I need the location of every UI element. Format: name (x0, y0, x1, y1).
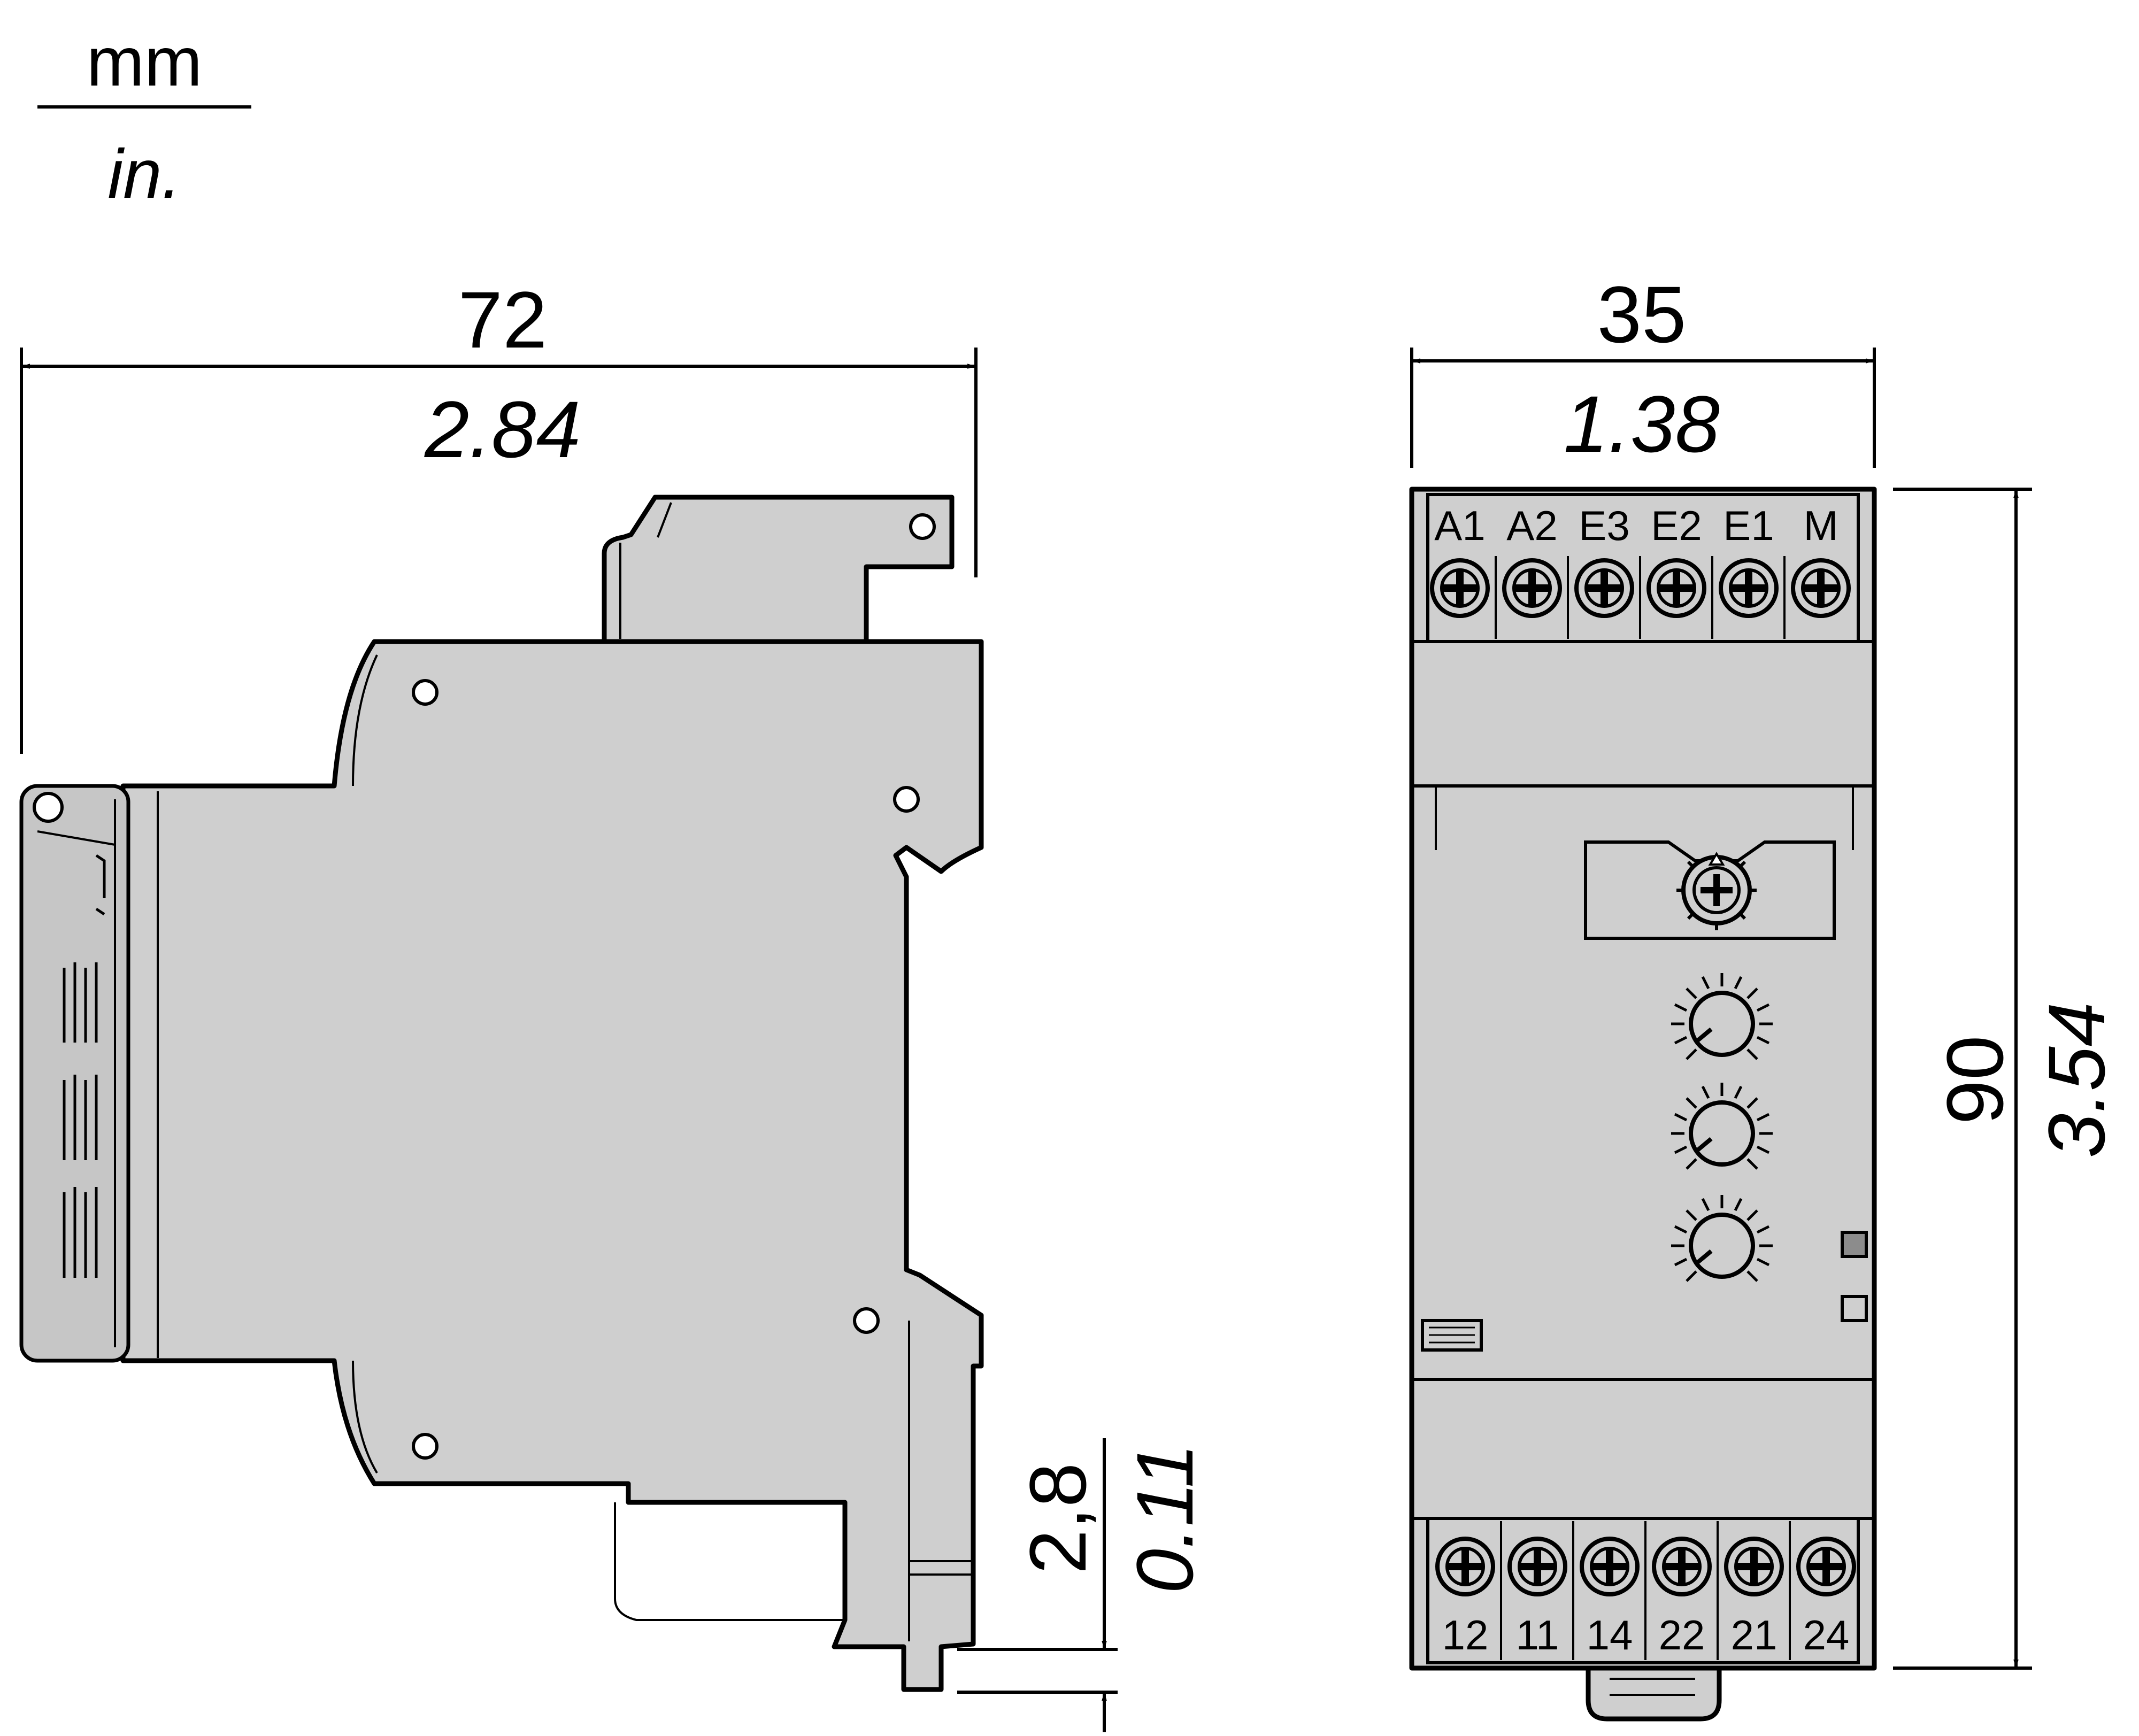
front-housing (1409, 487, 1877, 1671)
terminal-label-e3: E3 (1579, 502, 1629, 549)
terminal-label-m: M (1804, 502, 1838, 549)
top-terminal-screws (1430, 556, 1851, 639)
din-rail-clip (1586, 1665, 1722, 1722)
terminal-label-21: 21 (1731, 1611, 1778, 1658)
terminal-label-12: 12 (1442, 1611, 1489, 1658)
mode-selector-icon[interactable] (1676, 852, 1757, 930)
potentiometers (1671, 973, 1773, 1282)
terminal-screw-icon (1646, 558, 1706, 618)
front-width-mm: 35 (1597, 269, 1687, 359)
front-face-plate (19, 784, 130, 1363)
terminal-label-22: 22 (1659, 1611, 1705, 1658)
terminal-label-a1: A1 (1434, 502, 1485, 549)
terminal-screw-icon (1502, 558, 1562, 618)
side-width-mm: 72 (458, 275, 548, 365)
led-indicator (1841, 1295, 1868, 1322)
setting-knob-icon[interactable] (1671, 1083, 1773, 1170)
terminal-label-14: 14 (1587, 1611, 1633, 1658)
front-view: 35 1.38 90 3.54 A1 A2 E3 (1409, 269, 2121, 1722)
top-terminal-labels: A1 A2 E3 E2 E1 M (1434, 502, 1838, 549)
terminal-label-24: 24 (1803, 1611, 1850, 1658)
terminal-screw-icon (1791, 558, 1851, 618)
terminal-screw-icon (1652, 1537, 1712, 1596)
housing-screws (412, 513, 936, 1460)
rail-offset-in: 0.11 (1120, 1444, 1210, 1594)
terminal-label-a2: A2 (1506, 502, 1557, 549)
bottom-terminal-labels: 12 11 14 22 21 24 (1442, 1611, 1850, 1658)
rail-offset-dimension: 2,8 0.11 (957, 1438, 1210, 1732)
front-height-mm: 90 (1930, 1036, 2020, 1125)
side-width-in: 2.84 (424, 384, 581, 474)
terminal-label-11: 11 (1516, 1611, 1559, 1658)
terminal-label-e1: E1 (1723, 502, 1774, 549)
setting-knob-icon[interactable] (1671, 1195, 1773, 1282)
led-indicator (1841, 1231, 1868, 1258)
terminal-screw-icon (1580, 1537, 1640, 1596)
front-height-in: 3.54 (2032, 1002, 2121, 1158)
terminal-screw-icon (1719, 558, 1779, 618)
unit-inch-label: in. (107, 135, 181, 213)
side-width-dimension: 72 2.84 (20, 275, 978, 754)
unit-mm-label: mm (87, 22, 203, 101)
label-window (1584, 840, 1836, 940)
units-legend: mm in. (37, 22, 251, 213)
bottom-terminal-screws (1435, 1521, 1856, 1660)
terminal-screw-icon (1724, 1537, 1784, 1596)
terminal-screw-icon (1435, 1537, 1495, 1596)
rail-offset-mm: 2,8 (1013, 1463, 1103, 1575)
terminal-label-e2: E2 (1651, 502, 1702, 549)
front-height-dimension: 90 3.54 (1893, 488, 2121, 1670)
label-clip (1421, 1319, 1483, 1352)
main-housing (120, 639, 984, 1692)
terminal-screw-icon (1796, 1537, 1856, 1596)
hinge-pin (33, 792, 64, 823)
side-view: 72 2.84 (19, 275, 1210, 1732)
upper-terminal-block (602, 495, 955, 647)
setting-knob-icon[interactable] (1671, 973, 1773, 1060)
front-width-in: 1.38 (1564, 379, 1720, 469)
terminal-screw-icon (1507, 1537, 1567, 1596)
bottom-terminal-strip (1426, 1517, 1860, 1664)
front-width-dimension: 35 1.38 (1410, 269, 1876, 469)
terminal-screw-icon (1574, 558, 1634, 618)
front-panel (1410, 784, 1876, 1381)
terminal-screw-icon (1430, 558, 1490, 618)
side-vents (63, 854, 106, 1278)
